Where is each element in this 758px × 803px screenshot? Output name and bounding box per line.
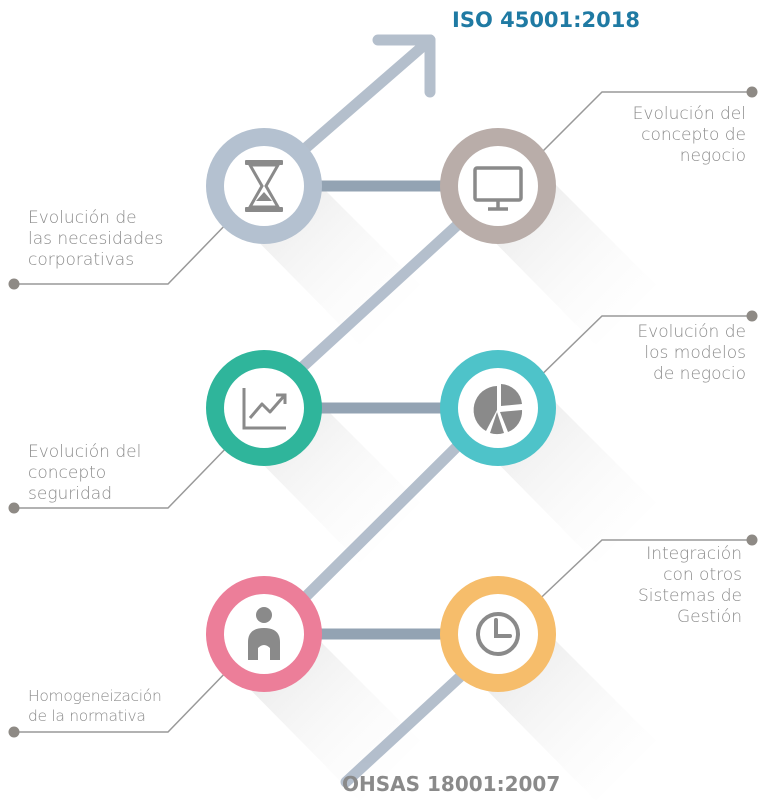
label-line: seguridad bbox=[28, 484, 113, 504]
node-chart bbox=[206, 350, 322, 466]
pie-chart-icon bbox=[473, 384, 523, 435]
node-person bbox=[206, 576, 322, 692]
node-pie bbox=[440, 350, 556, 466]
label-chart: Evolución del concepto seguridad bbox=[28, 442, 141, 505]
label-line: con otros bbox=[663, 565, 742, 585]
label-hourglass: Evolución de las necesidades corporativa… bbox=[28, 208, 163, 271]
label-line: los modelos bbox=[644, 343, 746, 363]
label-line: concepto de bbox=[641, 125, 746, 145]
clock-icon bbox=[476, 612, 520, 656]
label-line: Gestión bbox=[676, 607, 742, 627]
label-line: Evolución del bbox=[28, 442, 142, 462]
line-chart-icon bbox=[242, 388, 287, 430]
title-iso-45001: ISO 45001:2018 bbox=[452, 8, 641, 32]
label-line: Sistemas de bbox=[638, 586, 742, 606]
node-clock bbox=[440, 576, 556, 692]
monitor-icon bbox=[473, 166, 523, 211]
label-line: las necesidades bbox=[28, 229, 164, 249]
label-line: Integración bbox=[646, 544, 742, 564]
circle-shadows bbox=[232, 157, 656, 801]
label-pie: Evolución de los modelos de negocio bbox=[637, 322, 746, 385]
label-line: Evolución de bbox=[637, 322, 746, 342]
label-line: de la normativa bbox=[28, 707, 146, 725]
label-line: Evolución del bbox=[632, 104, 746, 124]
leader-dots bbox=[8, 86, 758, 738]
label-line: corporativas bbox=[28, 250, 135, 270]
node-monitor bbox=[440, 128, 556, 244]
hourglass-icon bbox=[245, 160, 283, 212]
label-monitor: Evolución del concepto de negocio bbox=[633, 104, 746, 167]
leader-lines bbox=[14, 91, 752, 733]
label-line: de negocio bbox=[653, 364, 746, 384]
label-line: negocio bbox=[679, 146, 746, 166]
label-line: Homogeneización bbox=[28, 687, 162, 705]
label-line: concepto bbox=[28, 463, 107, 483]
horizontal-connectors bbox=[300, 180, 460, 640]
label-person: Homogeneización de la normativa bbox=[28, 686, 162, 726]
label-clock: Integración con otros Sistemas de Gestió… bbox=[638, 544, 742, 628]
label-line: Evolución de bbox=[28, 208, 137, 228]
arrow-head bbox=[372, 34, 436, 98]
node-hourglass bbox=[206, 128, 322, 244]
person-icon bbox=[248, 607, 280, 660]
title-ohsas-18001: OHSAS 18001:2007 bbox=[342, 772, 561, 796]
